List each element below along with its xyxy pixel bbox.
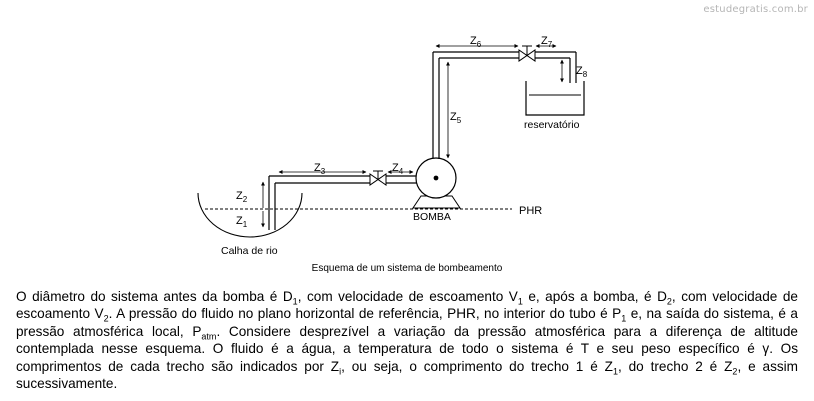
watermark: estudegratis.com.br — [703, 4, 808, 15]
label-river-channel: Calha de rio — [221, 245, 278, 257]
label-z7: Z7 — [541, 35, 553, 49]
discharge-pipe — [432, 51, 577, 159]
label-z4: Z4 — [392, 162, 404, 176]
label-z5: Z5 — [450, 111, 462, 125]
suction-valve — [369, 170, 387, 186]
diagram-caption: Esquema de um sistema de bombeamento — [311, 263, 503, 274]
label-reservoir: reservatório — [524, 119, 580, 131]
pumping-system-diagram: Z1 Z2 Z3 Z4 Z5 Z6 Z7 Z8 PHR BOMBA reserv… — [197, 35, 588, 257]
reservoir-tank — [525, 81, 585, 116]
label-phr: PHR — [519, 205, 542, 217]
label-z6: Z6 — [470, 35, 482, 49]
label-z1: Z1 — [236, 215, 248, 229]
dimension-lines — [261, 44, 564, 228]
label-z8: Z8 — [576, 65, 588, 79]
discharge-valve — [518, 45, 536, 62]
problem-statement: O diâmetro do sistema antes da bomba é D… — [16, 289, 799, 392]
label-bomba: BOMBA — [413, 211, 451, 223]
label-z2: Z2 — [236, 190, 248, 204]
label-z3: Z3 — [314, 162, 326, 176]
river-channel — [197, 192, 303, 238]
suction-pipe — [268, 175, 428, 230]
pump — [412, 157, 461, 209]
